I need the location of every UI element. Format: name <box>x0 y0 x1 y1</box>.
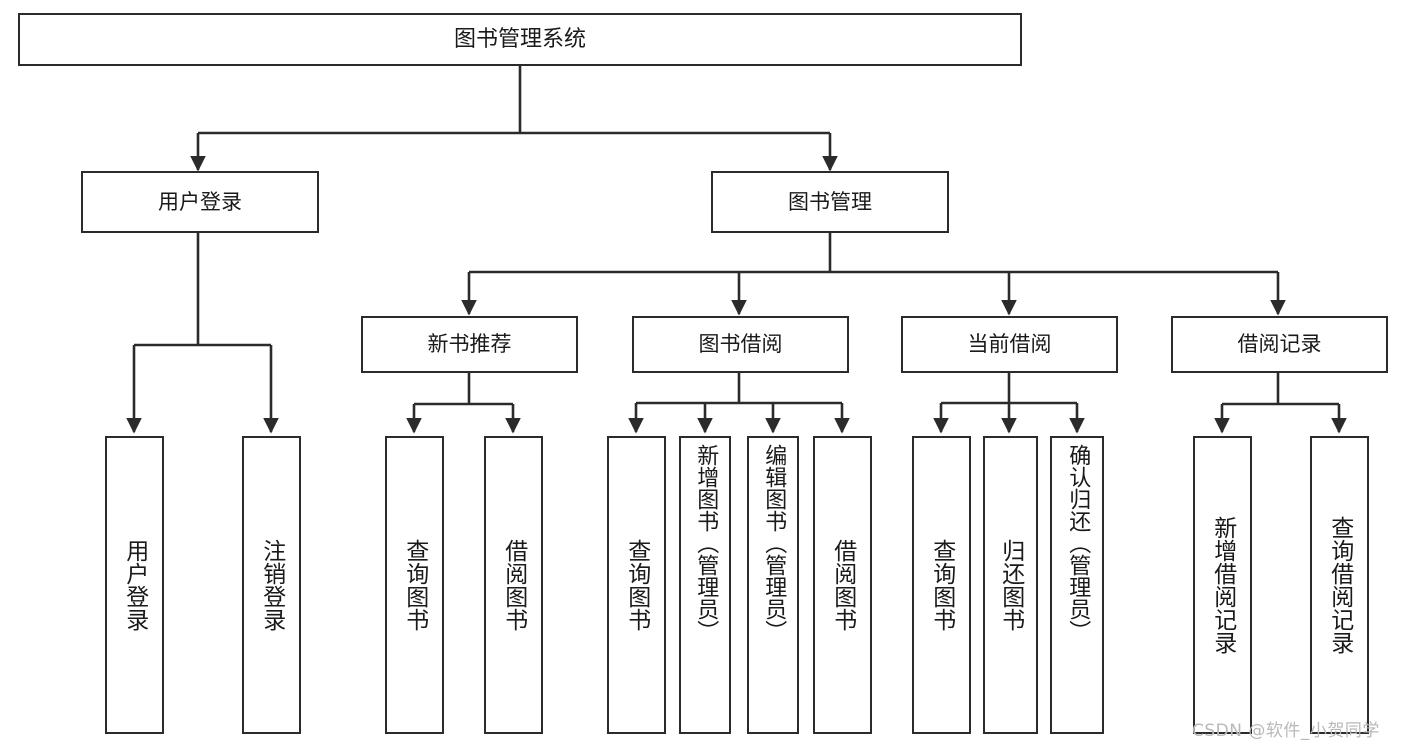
node-leaf-add-book-admin[interactable]: 新增图书（管理员） <box>679 436 731 734</box>
node-book-management-label: 图书管理 <box>788 189 872 214</box>
node-leaf-user-login-label: 用户登录 <box>121 539 148 631</box>
node-leaf-query-book-borrow[interactable]: 查询图书 <box>607 436 666 734</box>
node-user-login-label: 用户登录 <box>158 189 242 214</box>
node-leaf-add-book-admin-label: 新增图书（管理员） <box>693 444 719 642</box>
node-user-login[interactable]: 用户登录 <box>81 171 319 233</box>
node-leaf-edit-book-admin-label: 编辑图书（管理员） <box>761 444 787 642</box>
node-leaf-borrow-book-newbook-label: 借阅图书 <box>500 539 527 631</box>
node-leaf-add-borrow-record-label: 新增借阅记录 <box>1209 516 1236 654</box>
node-leaf-query-book-newbook-label: 查询图书 <box>401 539 428 631</box>
node-book-borrow[interactable]: 图书借阅 <box>632 316 849 373</box>
node-leaf-confirm-return-admin[interactable]: 确认归还（管理员） <box>1050 436 1104 734</box>
node-borrow-records[interactable]: 借阅记录 <box>1171 316 1388 373</box>
node-leaf-query-book-borrow-label: 查询图书 <box>623 539 650 631</box>
node-leaf-edit-book-admin[interactable]: 编辑图书（管理员） <box>747 436 799 734</box>
node-leaf-return-book[interactable]: 归还图书 <box>983 436 1038 734</box>
node-leaf-borrow-book-label: 借阅图书 <box>829 539 856 631</box>
node-leaf-confirm-return-admin-label: 确认归还（管理员） <box>1065 444 1091 642</box>
csdn-watermark: CSDN @软件_小贺同学 <box>1192 721 1380 741</box>
node-leaf-query-book-newbook[interactable]: 查询图书 <box>385 436 444 734</box>
node-leaf-query-book-current[interactable]: 查询图书 <box>912 436 971 734</box>
node-root-label: 图书管理系统 <box>453 26 586 52</box>
node-leaf-user-login[interactable]: 用户登录 <box>105 436 164 734</box>
node-book-borrow-label: 图书借阅 <box>698 332 783 357</box>
node-leaf-query-book-current-label: 查询图书 <box>928 539 955 631</box>
node-leaf-logout-label: 注销登录 <box>258 539 285 631</box>
node-leaf-add-borrow-record[interactable]: 新增借阅记录 <box>1193 436 1252 734</box>
node-current-borrow[interactable]: 当前借阅 <box>901 316 1118 373</box>
node-leaf-borrow-book[interactable]: 借阅图书 <box>813 436 872 734</box>
node-leaf-logout[interactable]: 注销登录 <box>242 436 301 734</box>
node-new-book-recommend-label: 新书推荐 <box>427 332 512 357</box>
node-leaf-return-book-label: 归还图书 <box>997 539 1024 631</box>
node-root[interactable]: 图书管理系统 <box>18 13 1022 66</box>
node-leaf-query-borrow-record-label: 查询借阅记录 <box>1326 516 1353 654</box>
node-book-management[interactable]: 图书管理 <box>711 171 949 233</box>
node-leaf-borrow-book-newbook[interactable]: 借阅图书 <box>484 436 543 734</box>
node-borrow-records-label: 借阅记录 <box>1237 332 1322 357</box>
node-current-borrow-label: 当前借阅 <box>967 332 1052 357</box>
node-leaf-query-borrow-record[interactable]: 查询借阅记录 <box>1310 436 1369 734</box>
node-new-book-recommend[interactable]: 新书推荐 <box>361 316 578 373</box>
